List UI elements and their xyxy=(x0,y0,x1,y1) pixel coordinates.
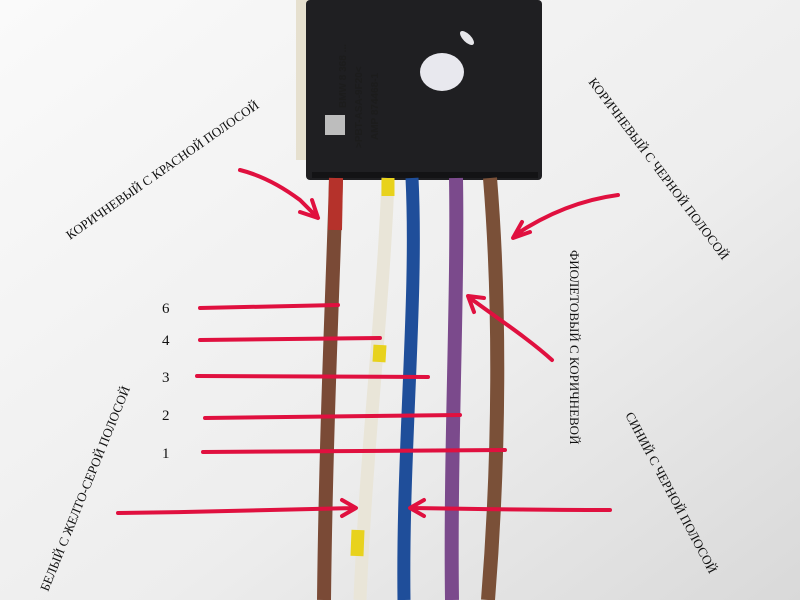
wire-brown-black xyxy=(481,177,505,600)
arrow-violet-brown xyxy=(466,294,554,362)
pointer-line-4 xyxy=(198,336,382,342)
paint-mark xyxy=(420,53,464,91)
pointer-line-1 xyxy=(201,448,507,454)
arrow-brown-black xyxy=(511,193,620,240)
pin-number-4: 4 xyxy=(162,333,170,349)
connector-marking-2: >PBT-ASA-9F20< xyxy=(354,66,365,148)
connector: BMW 8 368 ... >PBT-ASA-9F20< AMP 874468-… xyxy=(296,0,542,180)
pin-number-6: 6 xyxy=(162,301,170,317)
pin-number-1: 1 xyxy=(162,446,170,462)
pointer-line-2 xyxy=(203,413,462,420)
pointer-line-3 xyxy=(195,374,430,379)
arrow-blue-black xyxy=(408,498,612,518)
pin-number-2: 2 xyxy=(162,408,170,424)
connector-label-square xyxy=(325,115,345,135)
label-violet-brown: ФИОЛЕТОВЫЙ С КОРИЧНЕВОЙ xyxy=(567,250,582,444)
connector-marking-1: BMW 8 368 ... xyxy=(338,44,349,108)
arrow-brown-red xyxy=(238,168,320,220)
wire-violet-brown xyxy=(444,177,464,600)
arrow-white-yellow xyxy=(116,498,358,518)
pointer-line-6 xyxy=(198,303,340,310)
connector-marking-3: AMP 874468-1 xyxy=(370,72,381,140)
pin-number-3: 3 xyxy=(162,370,170,386)
annotations xyxy=(116,168,620,518)
